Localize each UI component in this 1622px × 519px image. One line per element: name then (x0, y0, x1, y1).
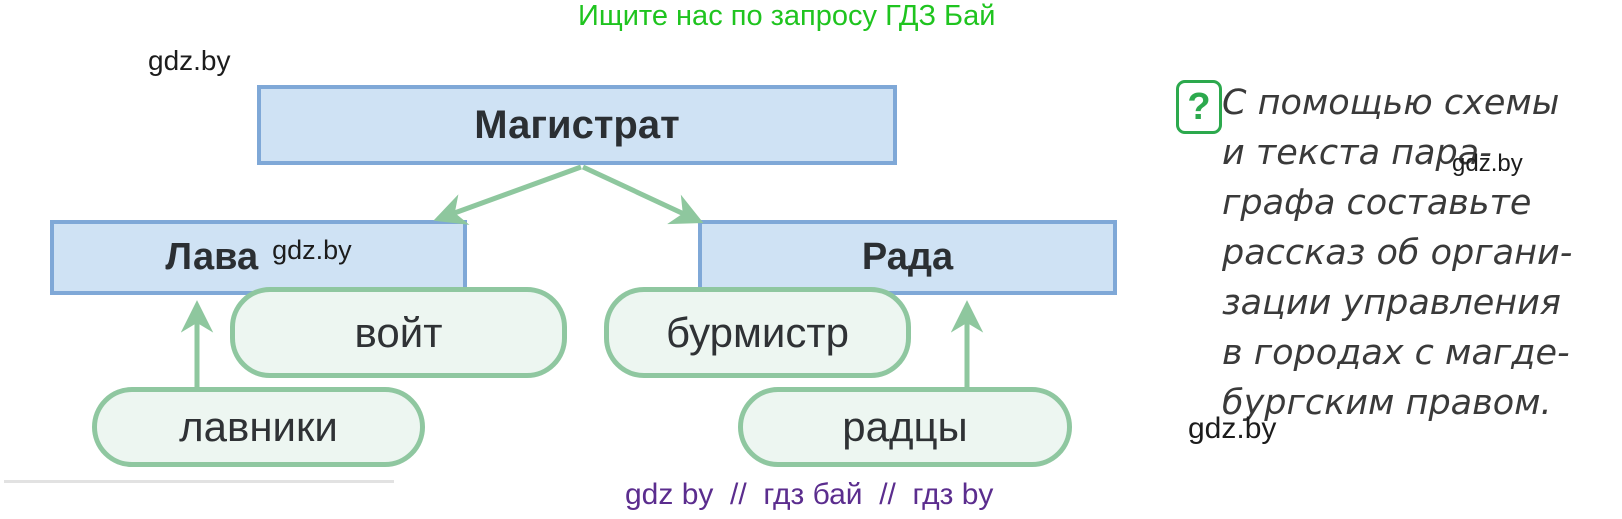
watermark-task-middle: gdz.by (1452, 150, 1523, 177)
search-hint-banner: Ищите нас по запросу ГДЗ Бай (578, 0, 996, 32)
task-line: в городах с магде- (1222, 333, 1570, 373)
node-lavniki-label: лавники (179, 403, 338, 450)
watermark-in-lava: gdz.by (272, 235, 352, 265)
task-line: рассказ об органи- (1222, 233, 1573, 273)
task-line: С помощью схемы (1222, 83, 1560, 123)
node-lavniki: лавники (92, 387, 425, 467)
task-line: графа составьте (1222, 183, 1532, 223)
node-voit: войт (230, 287, 567, 378)
node-rada-label: Рада (861, 236, 954, 278)
task-line: бургским правом. (1222, 383, 1552, 423)
node-lava-label: Лава (165, 236, 259, 278)
task-line: зации управления (1222, 283, 1561, 323)
node-voit-label: войт (354, 308, 443, 356)
task-line: и текста пара- (1222, 133, 1492, 173)
node-magistrat-label: Магистрат (474, 102, 680, 147)
node-burmistr: бурмистр (604, 287, 911, 378)
arrow-magistrat-to-lava (433, 164, 582, 225)
arrow-magistrat-to-rada (581, 164, 704, 225)
node-lava: Лава gdz.by (50, 220, 467, 295)
watermark-task-bottom: gdz.by (1188, 412, 1277, 445)
node-rada: Рада (698, 220, 1117, 295)
node-radtsy-label: радцы (842, 403, 968, 450)
node-magistrat: Магистрат (257, 85, 897, 165)
question-icon: ? (1176, 80, 1222, 134)
watermark-top-left: gdz.by (148, 45, 231, 76)
node-burmistr-label: бурмистр (666, 308, 849, 356)
task-text: С помощью схемы и текста пара- графа сос… (1222, 78, 1582, 428)
footer-search-terms: gdz by // гдз бай // гдз by (625, 478, 994, 511)
faint-divider-line (4, 480, 394, 483)
node-radtsy: радцы (738, 387, 1072, 467)
question-icon-glyph: ? (1187, 85, 1211, 128)
